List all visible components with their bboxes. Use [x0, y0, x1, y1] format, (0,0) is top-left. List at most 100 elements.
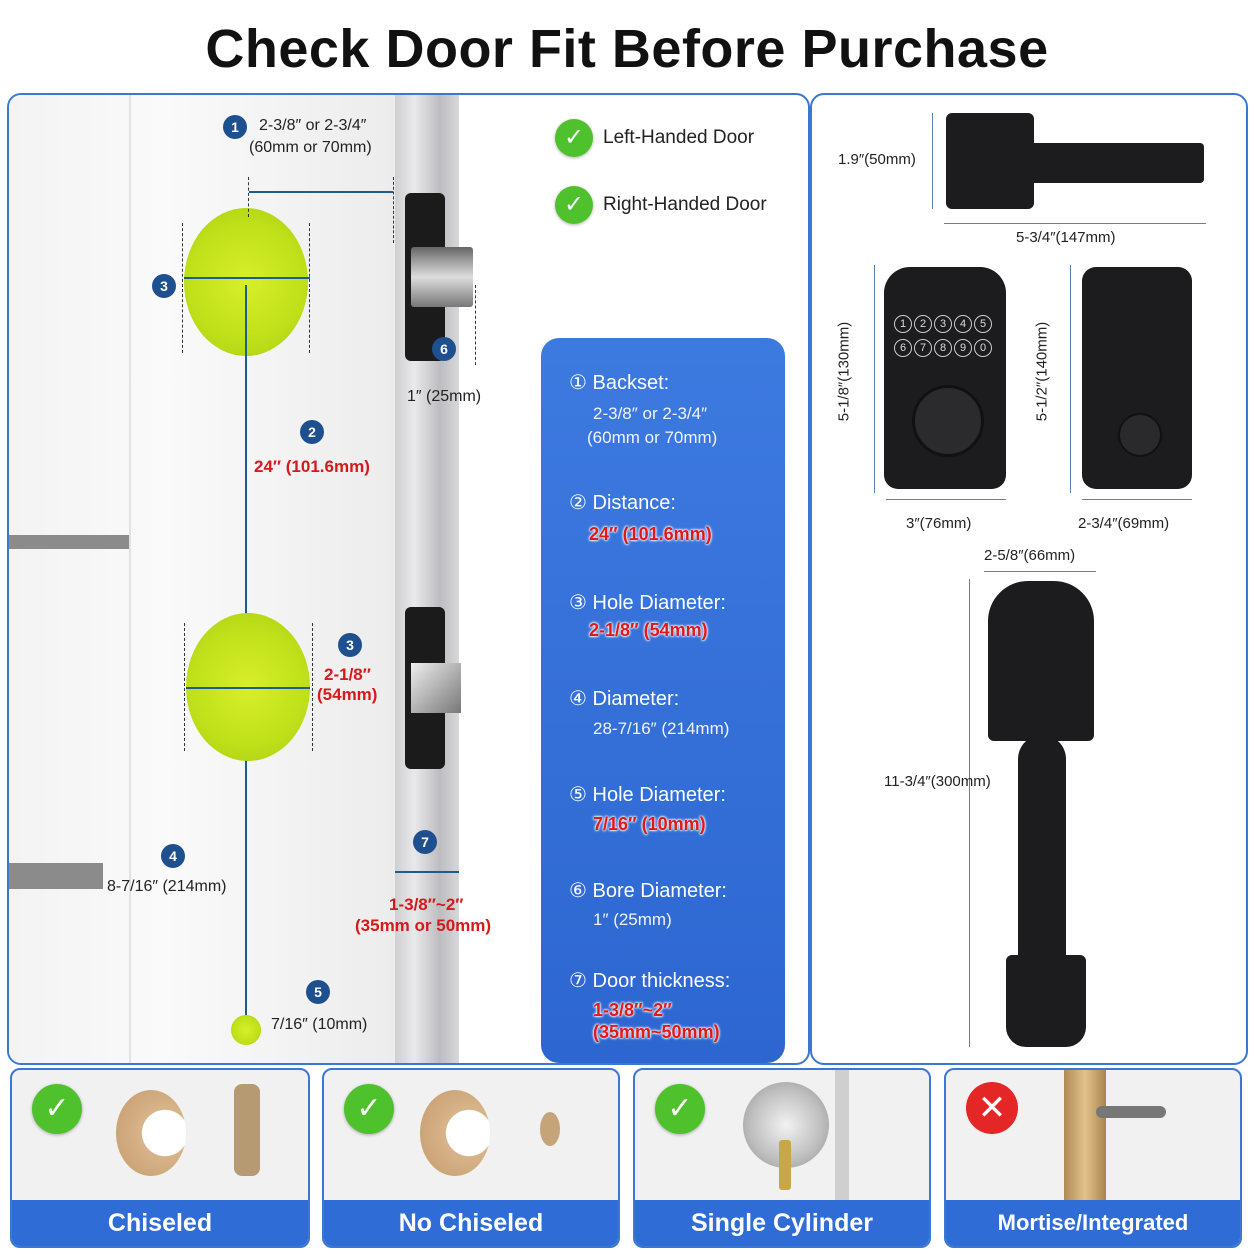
check-icon: ✓: [344, 1084, 394, 1134]
chiseled-label: Chiseled: [12, 1200, 308, 1246]
mortise-plate: [1064, 1070, 1106, 1200]
latch-bolt: [411, 663, 461, 713]
key-5: 5: [974, 315, 992, 333]
key-0: 0: [974, 339, 992, 357]
no-chiseled-label: No Chiseled: [324, 1200, 618, 1246]
door-panel-groove: [9, 863, 103, 889]
thickness-label-mm: (35mm or 50mm): [355, 916, 492, 935]
marker-3: 3: [152, 274, 176, 298]
deadbolt-bolt: [411, 247, 473, 307]
thickness-label: 1-3/8″~2″: [389, 895, 464, 914]
handle-width-label: 2-5/8″(66mm): [984, 547, 1076, 564]
thickness-line: [395, 871, 459, 873]
key-6: 6: [894, 339, 912, 357]
marker-5: 5: [306, 980, 330, 1004]
handle-top-plate: [988, 581, 1094, 741]
dim-line: [886, 499, 1006, 500]
marker-3b: 3: [338, 633, 362, 657]
spec-diameter: ④ Diameter:: [569, 688, 680, 710]
spec-hole-diameter-2: ⑤ Hole Diameter:: [569, 784, 726, 806]
guide-line: [309, 223, 310, 353]
small-hole: [231, 1015, 261, 1045]
spec-backset-value: 2-3/8″ or 2-3/4″: [593, 404, 708, 423]
spec-bore-diameter: ⑥ Bore Diameter:: [569, 880, 727, 902]
distance-label: 24″ (101.6mm): [254, 457, 370, 476]
spec-diameter-value: 28-7/16″ (214mm): [593, 719, 730, 738]
dim-line: [944, 223, 1206, 224]
spec-bore-diameter-value: 1″ (25mm): [593, 910, 672, 929]
compat-no-chiseled: ✓ No Chiseled: [322, 1068, 620, 1248]
dim-line: [932, 113, 933, 209]
lever-handle: [992, 143, 1204, 183]
mortise-lever: [1096, 1106, 1166, 1118]
compat-single-cylinder: ✓ Single Cylinder: [633, 1068, 931, 1248]
bore-diameter-label: 1″ (25mm): [407, 388, 482, 405]
lever-height-label: 1.9″(50mm): [838, 151, 916, 168]
check-icon: ✓: [655, 1084, 705, 1134]
keypad-keys: 1 2 3 4 5 6 7 8 9 0: [894, 315, 994, 357]
spec-hole-diameter: ③ Hole Diameter:: [569, 592, 726, 614]
spec-door-thickness-value2: (35mm~50mm): [593, 1022, 720, 1042]
edge-bore-hole: [540, 1112, 560, 1146]
key-1: 1: [894, 315, 912, 333]
door-panel-groove: [9, 535, 129, 549]
guide-line: [312, 623, 313, 751]
key-illustration: [779, 1140, 791, 1190]
marker-2: 2: [300, 420, 324, 444]
compat-chiseled: ✓ Chiseled: [10, 1068, 310, 1248]
spec-card: ① Backset: 2-3/8″ or 2-3/4″ (60mm or 70m…: [541, 338, 785, 1063]
guide-line: [393, 177, 394, 243]
keypad-width-label: 3″(76mm): [906, 515, 972, 532]
key-4: 4: [954, 315, 972, 333]
door-edge-strip: [835, 1070, 849, 1200]
hole-diameter-line: [184, 277, 310, 279]
hole-diameter-label: 2-1/8″: [324, 665, 371, 684]
left-handed-label: Left-Handed Door: [603, 127, 755, 148]
dim-line: [984, 571, 1096, 572]
chiseled-edge-slot: [234, 1084, 260, 1176]
back-height-label: 5-1/2″(140mm): [1033, 321, 1051, 422]
single-cylinder-label: Single Cylinder: [635, 1200, 929, 1246]
door-fit-panel: 3 1 2-3/8″ or 2-3/4″ (60mm or 70mm) 2 24…: [7, 93, 810, 1065]
dim-line: [1082, 499, 1192, 500]
keyhole-cylinder: [912, 385, 984, 457]
handle-grip: [1018, 735, 1066, 965]
handle-height-label: 11-3/4″(300mm): [884, 773, 991, 790]
marker-1: 1: [223, 115, 247, 139]
guide-line: [184, 623, 185, 751]
spec-distance: ② Distance:: [569, 492, 676, 514]
door-panel-line: [129, 95, 131, 1063]
door-bore-illustration: [116, 1090, 186, 1176]
keypad-height-label: 5-1/8″(130mm): [835, 321, 853, 422]
back-width-label: 2-3/4″(69mm): [1078, 515, 1170, 532]
backset-label: 2-3/8″ or 2-3/4″: [259, 117, 367, 134]
hole-diameter-label-mm: (54mm): [317, 685, 378, 704]
spec-hole-diameter-2-value: 7/16″ (10mm): [593, 814, 706, 834]
dim-line: [969, 579, 970, 1047]
dim-line: [874, 265, 875, 493]
lever-width-label: 5-3/4″(147mm): [1016, 229, 1116, 246]
guide-line: [248, 177, 249, 217]
backset-label-mm: (60mm or 70mm): [249, 139, 372, 156]
guide-line: [475, 285, 476, 365]
check-icon: ✓: [555, 119, 593, 157]
handle-bottom-plate: [1006, 955, 1086, 1047]
check-icon: ✓: [555, 186, 593, 224]
product-dimensions-panel: 1.9″(50mm) 5-3/4″(147mm) 1 2 3 4 5 6 7 8…: [810, 93, 1248, 1065]
key-2: 2: [914, 315, 932, 333]
key-7: 7: [914, 339, 932, 357]
backset-line: [249, 191, 393, 193]
compat-mortise: ✕ Mortise/Integrated: [944, 1068, 1242, 1248]
key-8: 8: [934, 339, 952, 357]
spec-hole-diameter-value: 2-1/8″ (54mm): [589, 620, 708, 640]
marker-4: 4: [161, 844, 185, 868]
spec-door-thickness-value: 1-3/8″~2″: [593, 1000, 672, 1020]
key-9: 9: [954, 339, 972, 357]
diameter-label: 8-7/16″ (214mm): [107, 878, 227, 895]
spec-door-thickness: ⑦ Door thickness:: [569, 970, 731, 992]
small-hole-label: 7/16″ (10mm): [271, 1016, 368, 1033]
spec-backset: ① Backset:: [569, 372, 670, 394]
hole-diameter-line: [186, 687, 310, 689]
guide-line: [182, 223, 183, 353]
thumb-turn: [1118, 413, 1162, 457]
